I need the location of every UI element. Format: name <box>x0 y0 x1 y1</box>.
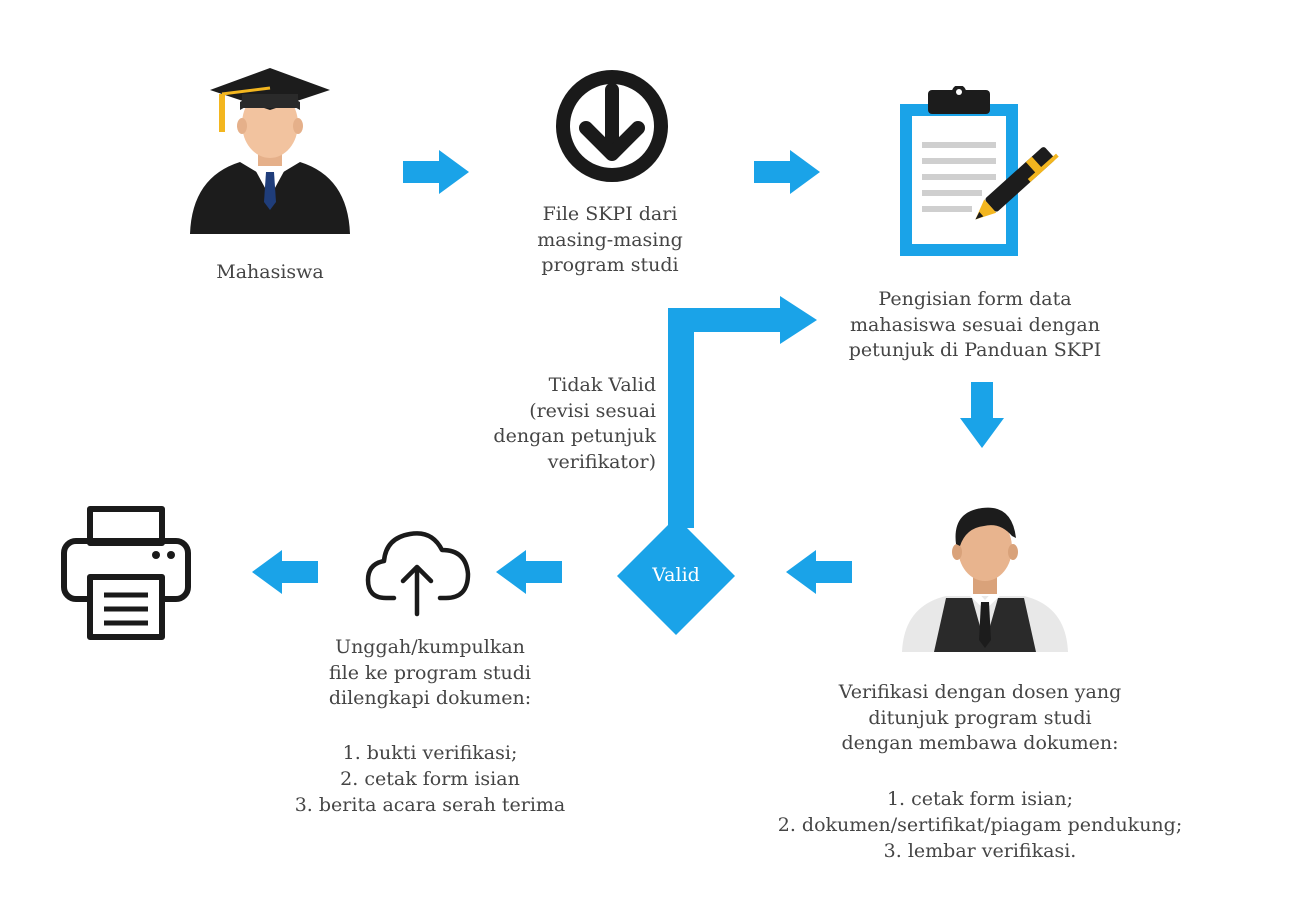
valid-decision-diamond <box>617 517 735 635</box>
arrow-left-2 <box>496 550 562 594</box>
graduate-icon <box>190 68 350 234</box>
printer-icon <box>61 506 191 640</box>
lecturer-icon <box>902 507 1068 652</box>
tidak-valid-loop-arrow <box>668 296 817 528</box>
arrow-right-1 <box>403 150 469 194</box>
step-mahasiswa-label: Mahasiswa <box>216 261 324 283</box>
step-verifikasi-label: Verifikasi dengan dosen yang ditunjuk pr… <box>838 681 1122 755</box>
step-file-skpi-label: File SKPI dari masing-masing program stu… <box>537 203 683 277</box>
step-verifikasi-item-3: 3. lembar verifikasi. <box>883 840 1077 862</box>
tidak-valid-label: Tidak Valid (revisi sesuai dengan petunj… <box>493 374 656 473</box>
step-unggah-label: Unggah/kumpulkan file ke program studi d… <box>328 636 532 710</box>
step-unggah-item-1: 1. bukti verifikasi; <box>342 742 518 764</box>
step-verifikasi-item-1: 1. cetak form isian; <box>886 788 1074 810</box>
step-verifikasi-item-2: 2. dokumen/sertifikat/piagam pendukung; <box>777 814 1183 836</box>
clipboard-pen-icon <box>900 86 1059 256</box>
step-pengisian-label: Pengisian form data mahasiswa sesuai den… <box>848 288 1102 362</box>
valid-decision-label: Valid <box>652 564 700 586</box>
arrow-left-3 <box>252 550 318 594</box>
step-unggah-item-3: 3. berita acara serah terima <box>294 794 566 816</box>
step-unggah-item-2: 2. cetak form isian <box>340 768 520 790</box>
arrow-right-2 <box>754 150 820 194</box>
cloud-upload-icon <box>365 531 471 617</box>
arrow-left-1 <box>786 550 852 594</box>
download-icon <box>556 70 668 182</box>
arrow-down-1 <box>960 382 1004 448</box>
